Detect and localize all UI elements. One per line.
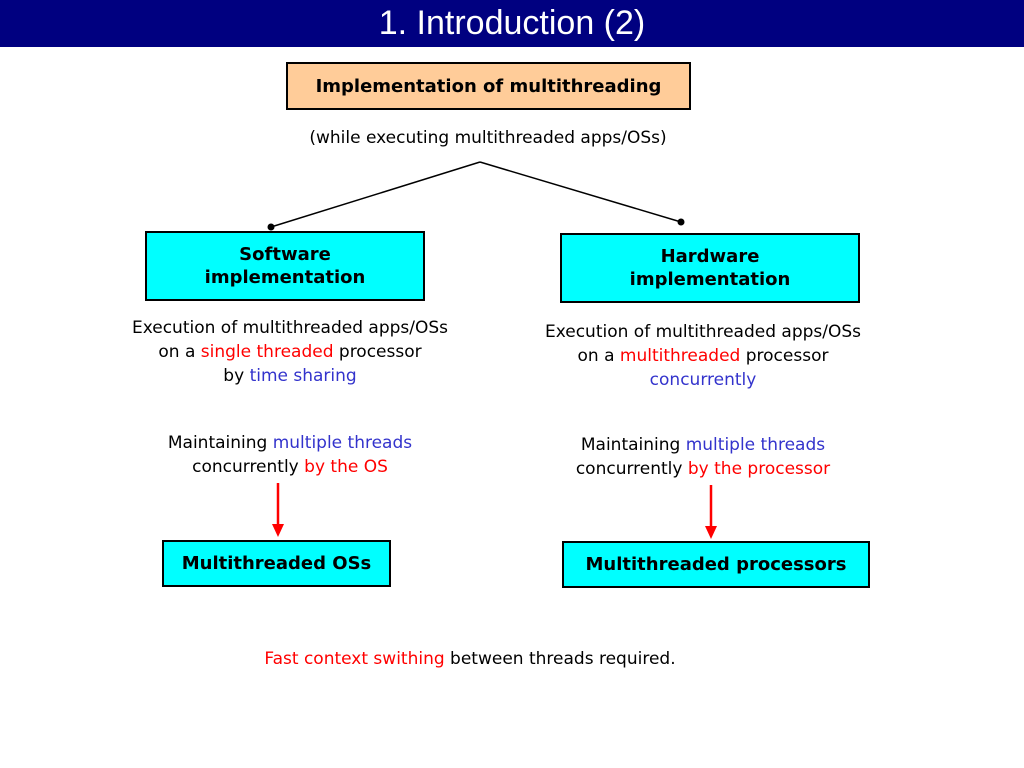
hardware-description: Execution of multithreaded apps/OSs on a…	[493, 320, 913, 392]
root-box-implementation: Implementation of multithreading	[286, 62, 691, 110]
branch-dot-software	[267, 223, 275, 231]
arrow-head-hardware	[705, 526, 717, 539]
software-desc-line2: on a single threaded processor	[80, 340, 500, 364]
multithreaded-oss-label: Multithreaded OSs	[181, 553, 372, 574]
branch-line-hardware	[479, 161, 682, 223]
hardware-maint-agent: by the processor	[687, 459, 831, 479]
title-bar	[0, 0, 1024, 47]
hardware-desc-processor: processor	[740, 346, 829, 366]
hardware-maintaining: Maintaining multiple threads concurrentl…	[513, 433, 893, 481]
software-desc-on-a: on a	[158, 342, 201, 362]
software-maint-concurrently: concurrently	[192, 457, 305, 477]
footer-note: Fast context swithing between threads re…	[170, 647, 770, 671]
arrow-head-software	[272, 524, 284, 537]
multithreaded-processors-box: Multithreaded processors	[562, 541, 870, 588]
hardware-desc-line1: Execution of multithreaded apps/OSs	[544, 322, 862, 342]
software-box-line1: Software	[239, 244, 331, 265]
hardware-desc-mode: concurrently	[649, 370, 757, 390]
hardware-desc-highlight: multithreaded	[619, 346, 741, 366]
software-maint-prefix: Maintaining	[167, 433, 273, 453]
branch-dot-hardware	[677, 218, 685, 226]
footer-highlight: Fast context swithing	[264, 649, 445, 669]
software-box-line2: implementation	[204, 267, 366, 288]
software-maint-agent: by the OS	[304, 457, 388, 477]
slide-title: 1. Introduction (2)	[378, 4, 646, 42]
hardware-maint-line2: concurrently by the processor	[513, 457, 893, 481]
software-maint-line1: Maintaining multiple threads	[100, 431, 480, 455]
hardware-desc-line2: on a multithreaded processor	[493, 344, 913, 368]
hardware-implementation-box: Hardware implementation	[560, 233, 860, 303]
hardware-box-line1: Hardware	[660, 246, 760, 267]
software-desc-processor: processor	[333, 342, 422, 362]
software-desc-mode: time sharing	[249, 366, 357, 386]
hardware-maint-concurrently: concurrently	[575, 459, 688, 479]
hardware-maint-prefix: Maintaining	[580, 435, 686, 455]
software-desc-line1: Execution of multithreaded apps/OSs	[131, 318, 449, 338]
software-desc-by: by	[223, 366, 250, 386]
software-maint-line2: concurrently by the OS	[100, 455, 480, 479]
hardware-desc-on-a: on a	[577, 346, 620, 366]
hardware-box-line2: implementation	[629, 269, 791, 290]
software-description: Execution of multithreaded apps/OSs on a…	[80, 316, 500, 388]
software-maint-highlight: multiple threads	[272, 433, 413, 453]
hardware-desc-line3: concurrently	[493, 368, 913, 392]
root-box-label: Implementation of multithreading	[315, 75, 662, 97]
hardware-maint-line1: Maintaining multiple threads	[513, 433, 893, 457]
software-desc-highlight: single threaded	[200, 342, 334, 362]
software-implementation-box: Software implementation	[145, 231, 425, 301]
root-subtitle: (while executing multithreaded apps/OSs)	[309, 128, 667, 148]
multithreaded-processors-label: Multithreaded processors	[585, 554, 847, 575]
multithreaded-oss-box: Multithreaded OSs	[162, 540, 391, 587]
software-maintaining: Maintaining multiple threads concurrentl…	[100, 431, 480, 479]
footer-rest: between threads required.	[444, 649, 676, 669]
branch-line-software	[270, 161, 481, 228]
software-desc-line3: by time sharing	[80, 364, 500, 388]
hardware-maint-highlight: multiple threads	[685, 435, 826, 455]
